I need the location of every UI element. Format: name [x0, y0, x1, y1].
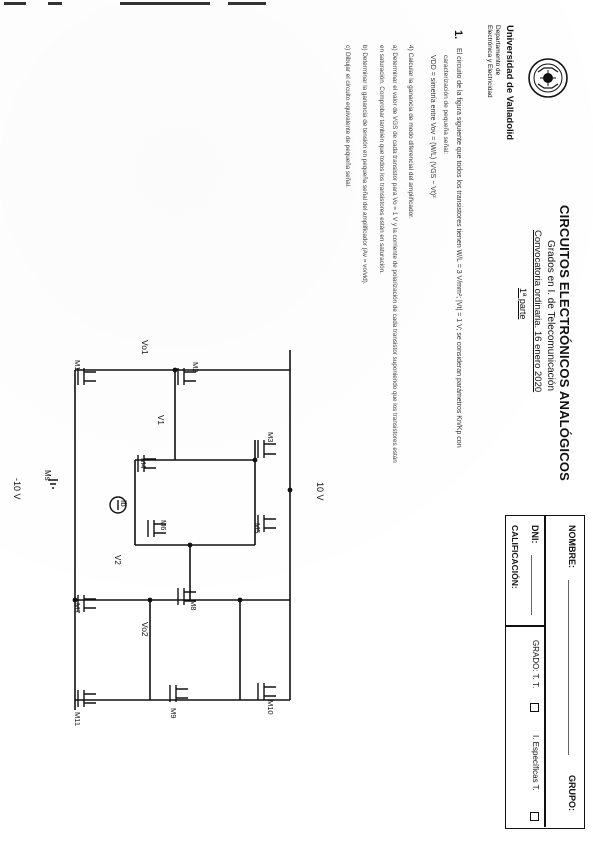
dni-field-line[interactable]: [531, 555, 532, 615]
question-item: b) Determinar la ganancia de tensión en …: [361, 45, 368, 285]
option-especificas: I. Específicas T.: [531, 735, 540, 791]
exam-part: 1ª parte: [518, 288, 528, 320]
exam-session: Convocatoria ordinaria. 16 enero 2020: [532, 230, 543, 393]
exam-degree: Grados en I. de Telecomunicación: [545, 240, 556, 392]
university-name: Universidad de Valladolid: [504, 25, 515, 141]
group-label: GRUPO:: [567, 775, 577, 811]
checkbox-grado-tt[interactable]: [530, 703, 539, 712]
m4-label: M4: [139, 458, 148, 469]
ib-label: Ib: [119, 500, 128, 507]
grade-label: CALIFICACIÓN:: [510, 525, 520, 589]
department-name: Departamento de Electrónica y Electricid…: [486, 25, 501, 98]
option-grado-tt: GRADO: T. T.: [531, 640, 540, 689]
question-formula: VDD = simetría entre Vov = (W/L) (VGS − …: [429, 55, 436, 198]
name-label: NOMBRE:: [567, 525, 577, 568]
exam-title: CIRCUITOS ELECTRÓNICOS ANALÓGICOS: [557, 205, 572, 482]
question-item: 4) Calcular la ganancia de modo diferenc…: [407, 45, 414, 219]
question-number: 1.: [452, 30, 464, 40]
question-item: a) Determinar el valor de VGS de cada tr…: [391, 45, 398, 463]
dni-label: DNI:: [530, 525, 540, 544]
m1-label: M1: [73, 360, 82, 371]
vss-label: -10 V: [12, 478, 22, 500]
name-field-line[interactable]: [568, 580, 569, 755]
vo2-label: Vo2: [140, 622, 150, 637]
m10-label: M10: [266, 700, 275, 715]
question-statement: El circuito de la figura siguiente que t…: [455, 48, 462, 448]
v2-label: V2: [113, 555, 122, 565]
m2-label: M2: [191, 362, 200, 373]
m6-label: M6: [159, 520, 168, 531]
m9-label: M9: [169, 708, 178, 719]
m8-label: M8: [189, 600, 198, 611]
question-item: c) Dibujar el circuito equivalente de pe…: [344, 45, 351, 188]
m5-label: M5: [253, 523, 262, 534]
info-box-divider: [544, 515, 546, 827]
v1-label: V1: [156, 415, 165, 425]
checkbox-especificas[interactable]: [530, 812, 539, 821]
vo1-label: Vo1: [140, 340, 150, 355]
question-note: caracterización de pequeña señal:: [442, 55, 449, 155]
vdd-label: 10 V: [315, 482, 325, 501]
m3-label: M3: [266, 432, 275, 443]
scan-edge-marks: [0, 0, 593, 8]
question-item: en saturación. Comprobar también que tod…: [378, 45, 385, 274]
m7-label: M7: [73, 603, 82, 614]
ms-label: Ms: [43, 470, 52, 481]
m11-label: M11: [73, 712, 82, 727]
info-box-divider-lower: [505, 625, 545, 627]
